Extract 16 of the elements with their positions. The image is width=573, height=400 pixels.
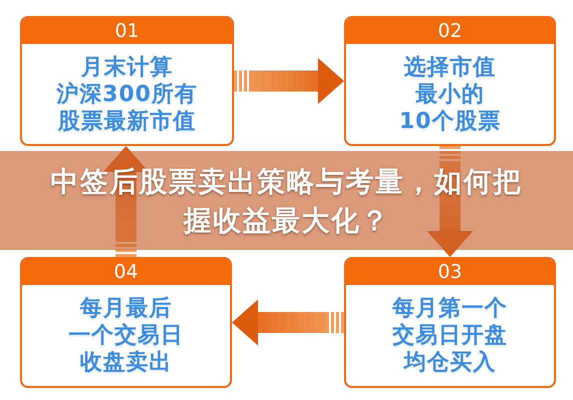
step-number-header: 03 [346, 259, 554, 285]
step-description: 每月最后一个交易日收盘卖出 [68, 295, 184, 376]
block-arrow [427, 146, 473, 257]
step-number-header: 01 [22, 18, 232, 44]
step-description: 选择市值最小的10个股票 [399, 54, 501, 134]
block-arrow [234, 58, 344, 104]
title: 中签后股票卖出策略与考量，如何把握收益最大化？ [50, 164, 524, 238]
block-arrow [232, 300, 344, 346]
step-number-header: 02 [346, 18, 554, 44]
step-description: 月末计算沪深300所有股票最新市值 [56, 54, 198, 134]
step-card [344, 16, 556, 146]
step-number-header: 04 [22, 259, 230, 285]
step-card [20, 257, 232, 388]
step-card [344, 257, 556, 388]
step-card [20, 16, 234, 146]
step-description: 每月第一个交易日开盘均仓买入 [392, 295, 508, 376]
